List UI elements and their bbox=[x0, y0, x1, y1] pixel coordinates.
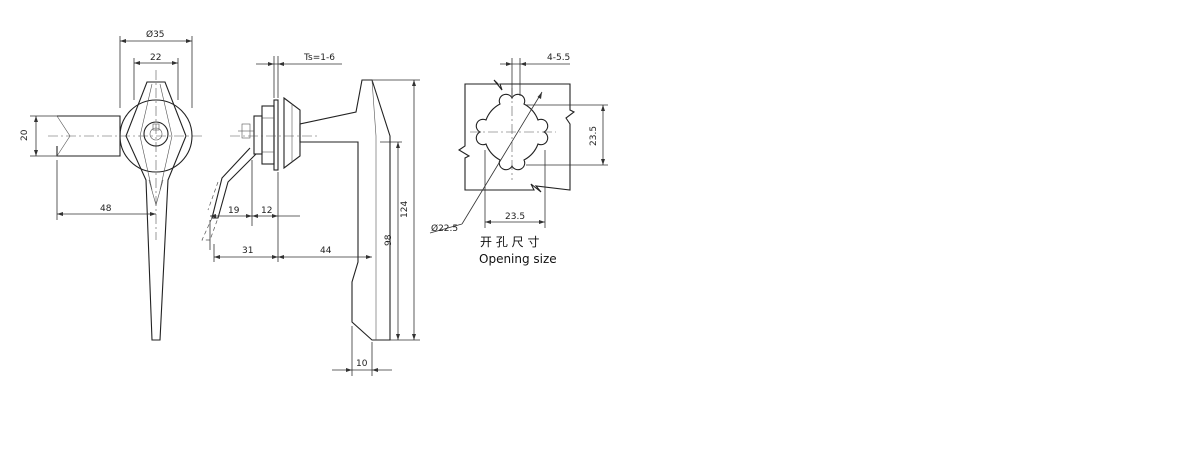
dim-notch: 4-5.5 bbox=[547, 53, 570, 63]
dim-width: 23.5 bbox=[505, 212, 525, 222]
dim-thickness: Ts=1-6 bbox=[303, 53, 335, 63]
dim-19: 19 bbox=[228, 206, 240, 216]
dim-12: 12 bbox=[261, 206, 272, 216]
front-view: Ø35 22 20 48 bbox=[20, 29, 205, 341]
dim-width-inner: 22 bbox=[150, 53, 161, 63]
caption-en: Opening size bbox=[479, 252, 557, 266]
dim-31: 31 bbox=[242, 246, 253, 256]
dim-height: 23.5 bbox=[589, 126, 599, 146]
cutout-view: 4-5.5 23.5 23.5 Ø22.5 开 孔 尺 寸 Opening si… bbox=[429, 53, 608, 266]
dim-124: 124 bbox=[400, 201, 410, 218]
dim-10: 10 bbox=[356, 359, 368, 369]
dim-length: 48 bbox=[100, 204, 112, 214]
dim-44: 44 bbox=[320, 246, 332, 256]
side-view: Ts=1-6 19 12 31 44 98 124 bbox=[201, 53, 420, 376]
dim-width-outer: Ø35 bbox=[146, 29, 165, 40]
caption-cn: 开 孔 尺 寸 bbox=[480, 235, 539, 249]
dim-height-left: 20 bbox=[20, 129, 30, 141]
dim-diameter: Ø22.5 bbox=[431, 223, 458, 234]
dim-98: 98 bbox=[384, 234, 394, 246]
